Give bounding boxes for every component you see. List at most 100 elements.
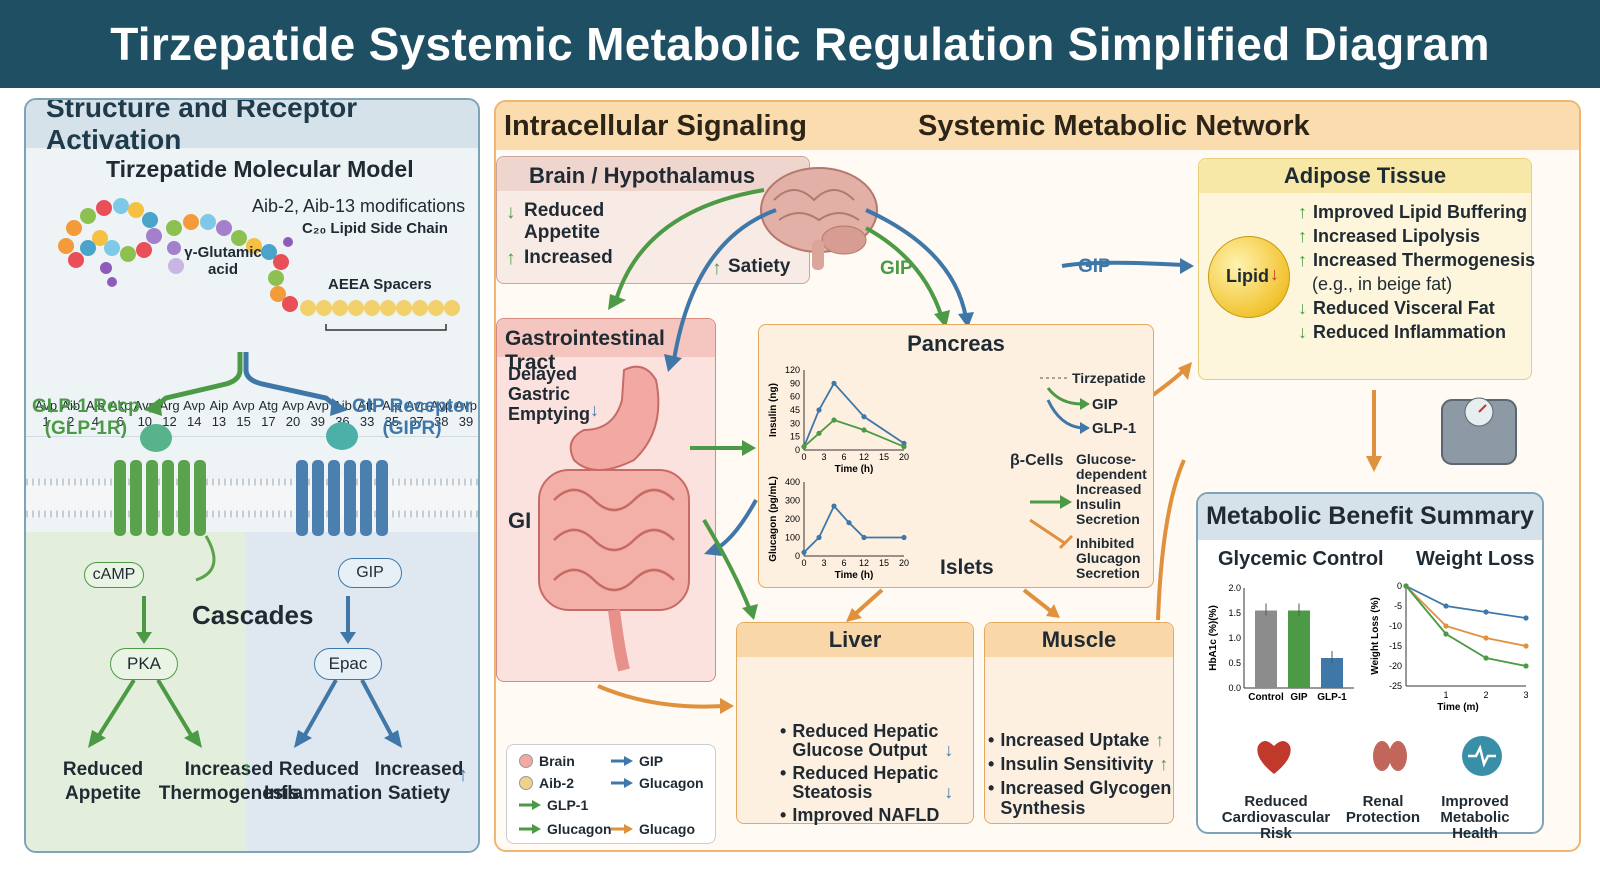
residue-label: Aib 2 bbox=[61, 398, 81, 429]
legend-item: GIP bbox=[611, 753, 663, 769]
glp1-receptor-graphic bbox=[114, 424, 216, 582]
structure-panel-header: Structure and Receptor Activation bbox=[26, 100, 478, 155]
data-point bbox=[861, 534, 867, 541]
outcome-label: Increased Thermogenesis bbox=[158, 759, 300, 804]
camp-node: cAMP bbox=[84, 562, 144, 588]
data-point bbox=[861, 427, 867, 433]
x-tick-label: 20 bbox=[899, 452, 909, 462]
y-tick-label: 15 bbox=[790, 432, 800, 442]
y-tick-label: 0 bbox=[795, 445, 800, 455]
muscle-title: Muscle bbox=[985, 623, 1173, 657]
y-tick-label: 45 bbox=[790, 405, 800, 415]
residue-label: Avp 37 bbox=[405, 398, 428, 429]
effect-item: •Reduced Hepatic Steatosis↓ bbox=[780, 764, 953, 802]
pancreas-receptor-arrows bbox=[1040, 377, 1090, 434]
effect-text: Improved Lipid Buffering bbox=[1313, 202, 1527, 222]
category-label: GIP bbox=[1290, 692, 1308, 703]
title-bar: Tirzepatide Systemic Metabolic Regulatio… bbox=[0, 0, 1600, 88]
y-axis-label: HbA1c (%)(%) bbox=[1208, 605, 1219, 671]
y-tick-label: -5 bbox=[1394, 601, 1402, 611]
effect-item: •Increased Uptake↑ bbox=[988, 730, 1171, 750]
residue-label: Aip 13 bbox=[209, 398, 229, 429]
data-point bbox=[1443, 631, 1449, 637]
effect-text: Increased Thermogenesis bbox=[1313, 250, 1536, 270]
aeea-spacers-label: AEEA Spacers bbox=[328, 276, 432, 293]
y-tick-label: 100 bbox=[785, 533, 800, 543]
data-point bbox=[831, 417, 837, 423]
brain-down-arrow: ↓ bbox=[506, 202, 516, 223]
y-tick-label: 0.0 bbox=[1228, 683, 1241, 693]
cascades-label: Cascades bbox=[192, 600, 314, 630]
structure-panel: Structure and Receptor Activation Tirzep… bbox=[24, 98, 480, 853]
effect-text: Increased Glycogen Synthesis bbox=[1000, 778, 1172, 818]
x-tick-label: 2 bbox=[1483, 690, 1488, 700]
data-point bbox=[846, 520, 852, 526]
outcome-label: Reduced Inflammation bbox=[264, 759, 383, 804]
brain-satiety: Satiety bbox=[728, 256, 791, 277]
effect-arrow: ↑ bbox=[1159, 754, 1169, 774]
legend-item: Aib-2 bbox=[519, 775, 574, 791]
effect-item: •Improved NAFLD bbox=[780, 806, 953, 825]
adipose-effects: ↑Improved Lipid Buffering↑Increased Lipo… bbox=[1298, 202, 1535, 346]
lipid-droplet bbox=[1208, 236, 1290, 318]
y-tick-label: 2.0 bbox=[1228, 583, 1241, 593]
effect-arrow: ↓ bbox=[944, 740, 954, 760]
bar bbox=[1321, 658, 1343, 688]
effect-text: Improved NAFLD bbox=[792, 805, 940, 825]
effect-item: •Increased Glycogen Synthesis bbox=[988, 778, 1171, 818]
effect-item: ↑Improved Lipid Buffering bbox=[1298, 202, 1535, 222]
muscle-effects: •Increased Uptake↑ •Insulin Sensitivity↑ •… bbox=[988, 730, 1171, 822]
y-tick-label: -10 bbox=[1389, 621, 1402, 631]
x-tick-label: 12 bbox=[859, 452, 869, 462]
x-tick-label: 0 bbox=[801, 558, 806, 568]
tirzepatide-label: Tirzepatide bbox=[1072, 370, 1146, 386]
insulin-secretion-label: Glucose- dependent Increased Insulin Sec… bbox=[1076, 451, 1147, 527]
legend-label: GLP-1 bbox=[547, 797, 589, 813]
data-point bbox=[1523, 643, 1529, 649]
bullet: • bbox=[780, 763, 787, 783]
y-tick-label: 90 bbox=[790, 378, 800, 388]
glutamic-acid-label: γ-Glutamic acid bbox=[184, 244, 262, 278]
epac-node: Epac bbox=[314, 648, 382, 680]
residue-label: Avp 15 bbox=[232, 398, 255, 429]
gip-node: GIP bbox=[338, 558, 402, 588]
data-point bbox=[1483, 635, 1489, 641]
gi-label: GI bbox=[508, 508, 532, 533]
data-point bbox=[801, 444, 807, 450]
effect-item: ↓Reduced Visceral Fat bbox=[1298, 298, 1535, 318]
effect-text: (e.g., in beige fat) bbox=[1312, 274, 1453, 294]
residue-label: Atp 35 bbox=[382, 398, 402, 429]
data-point bbox=[831, 503, 837, 509]
lipid-label: Lipid bbox=[1226, 266, 1269, 286]
series-line bbox=[803, 381, 905, 448]
y-tick-label: 400 bbox=[785, 477, 800, 487]
y-tick-label: 60 bbox=[790, 392, 800, 402]
legend-item: Glucagon bbox=[519, 821, 612, 837]
data-point bbox=[901, 444, 907, 450]
aib-modification-label: Aib-2, Aib-13 modifications bbox=[252, 196, 466, 216]
x-tick-label: 3 bbox=[821, 452, 826, 462]
effect-text: Reduced Hepatic Steatosis bbox=[792, 763, 939, 802]
lipid-chain-label: C₂₀ Lipid Side Chain bbox=[302, 220, 448, 237]
effect-item: •Insulin Sensitivity↑ bbox=[988, 754, 1171, 774]
page-title: Tirzepatide Systemic Metabolic Regulatio… bbox=[110, 18, 1490, 70]
gip-arrow-label-green: GIP bbox=[880, 258, 913, 279]
x-tick-label: 6 bbox=[841, 452, 846, 462]
x-axis-label: Time (m) bbox=[1437, 702, 1479, 713]
summary-icon-label: Improved Metabolic Health bbox=[1440, 793, 1510, 842]
data-point bbox=[1483, 655, 1489, 661]
signaling-header: Intracellular Signaling bbox=[504, 110, 807, 142]
bullet: • bbox=[780, 721, 787, 741]
legend-label: Glucago bbox=[639, 821, 696, 837]
legend-label: Brain bbox=[539, 753, 575, 769]
glucagon-inhibition-label: Inhibited Glucagon Secretion bbox=[1076, 535, 1141, 581]
bullet: • bbox=[988, 778, 995, 798]
y-axis-label: Insulin (ng) bbox=[768, 383, 779, 437]
summary-icon-label: Reduced Cardiovascular Risk bbox=[1221, 793, 1331, 842]
x-tick-label: 12 bbox=[859, 558, 869, 568]
x-tick-label: 3 bbox=[821, 558, 826, 568]
data-point bbox=[1523, 615, 1529, 621]
gip-receptor-graphic bbox=[296, 422, 388, 536]
